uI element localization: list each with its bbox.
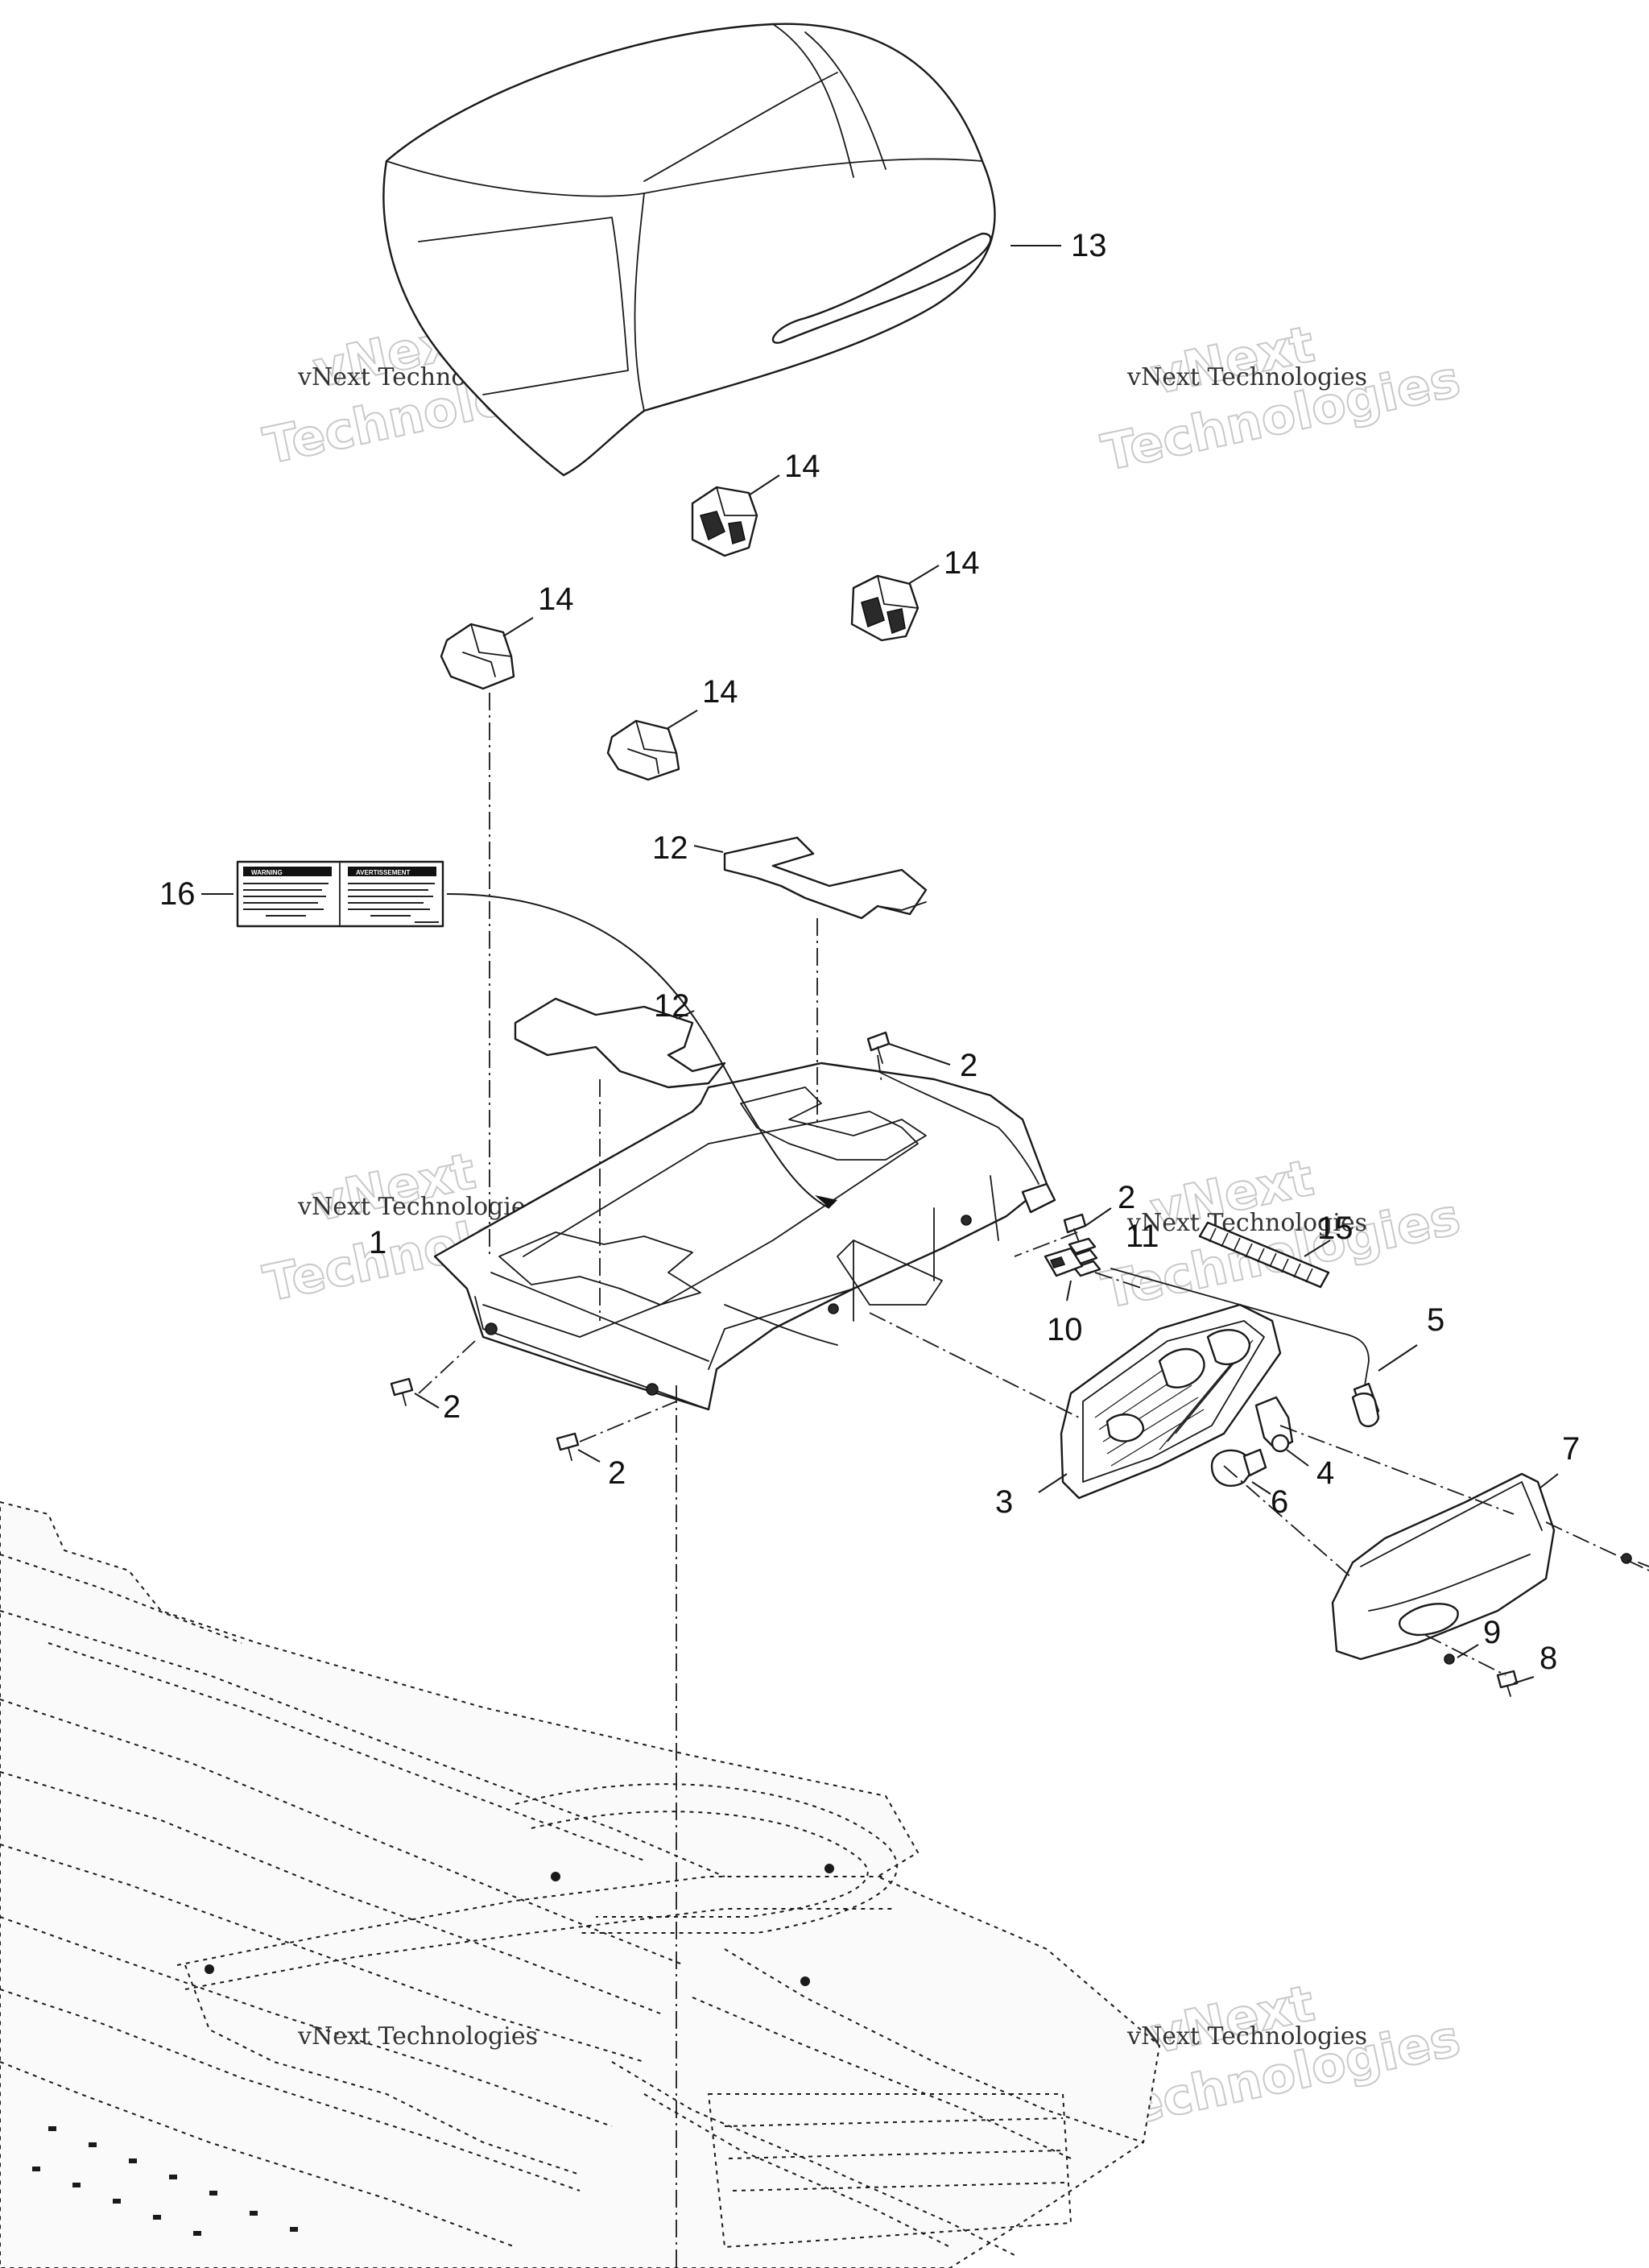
callout-4: 4 (1316, 1455, 1334, 1491)
watermark-small-mid-right: vNext Technologies (1126, 1209, 1367, 1237)
chassis-frame (0, 1500, 1161, 2268)
part-3-taillight-housing (1060, 1303, 1282, 1500)
assembly-lines (418, 693, 1649, 2268)
part-4-bulb-clip (1254, 1396, 1294, 1453)
callout-5: 5 (1427, 1302, 1444, 1338)
callout-13: 13 (1071, 228, 1107, 263)
part-12-pad-lower (514, 997, 726, 1089)
callout-14: 14 (784, 449, 820, 484)
callout-16: 16 (159, 876, 196, 912)
watermark-small-top-right: vNext Technologies (1126, 363, 1367, 391)
callout-6: 6 (1271, 1484, 1288, 1520)
watermark-small-bottom-left: vNext Technologies (297, 2022, 538, 2051)
part-10-connector (1044, 1247, 1084, 1277)
callout-7: 7 (1562, 1431, 1580, 1467)
part-2-screw-c (390, 1377, 414, 1406)
part-15-spring (1198, 1221, 1330, 1289)
callout-8: 8 (1539, 1641, 1557, 1676)
part-12-pad-upper (723, 836, 928, 920)
part-7-taillight-lens (1331, 1472, 1556, 1661)
callout-12: 12 (652, 830, 688, 866)
callout-10: 10 (1047, 1312, 1083, 1347)
part-14-clip-top (691, 486, 758, 557)
part-2-screw-d (556, 1432, 580, 1461)
decal-placement-arrow (446, 893, 837, 1209)
part-1-seat-base (433, 1062, 1056, 1411)
callout-9: 9 (1483, 1615, 1501, 1650)
decal-heading-right: AVERTISSEMENT (356, 869, 411, 876)
watermark-small-bottom-right: vNext Technologies (1126, 2022, 1367, 2051)
part-14-clip-center (606, 719, 680, 781)
callout-leaders (201, 245, 1559, 1684)
callout-3: 3 (995, 1484, 1013, 1520)
part-16-warning-decal: WARNING AVERTISSEMENT (236, 860, 444, 928)
callout-11: 11 (1126, 1219, 1159, 1254)
chassis-rivets (32, 1864, 834, 2236)
callout-2: 2 (1118, 1180, 1135, 1215)
callout-14: 14 (944, 545, 980, 581)
callout-2: 2 (960, 1048, 977, 1083)
part-13-seat-cushion (382, 23, 996, 477)
part-8-screw (1496, 1670, 1519, 1697)
callout-2: 2 (443, 1389, 461, 1425)
part-14-clip-right (850, 574, 920, 642)
decal-text-lines (243, 883, 439, 923)
part-9-washer (1444, 1653, 1455, 1665)
callout-numbers: 13 14 14 14 14 12 16 12 2 2 1 11 15 10 5… (159, 228, 1580, 1676)
part-14-clip-left (440, 623, 515, 690)
callout-14: 14 (538, 581, 574, 617)
callout-14: 14 (702, 674, 738, 710)
callout-1: 1 (369, 1225, 386, 1260)
callout-15: 15 (1317, 1211, 1354, 1246)
part-2-screw-b (1063, 1213, 1087, 1243)
decal-heading-left: WARNING (251, 869, 283, 876)
part-5-wire-rod (1110, 1268, 1380, 1427)
callout-12: 12 (654, 988, 690, 1024)
callout-2: 2 (608, 1455, 626, 1491)
watermark-small-mid-left: vNext Technologies (297, 1193, 538, 1221)
part-6-bulb (1210, 1448, 1267, 1488)
